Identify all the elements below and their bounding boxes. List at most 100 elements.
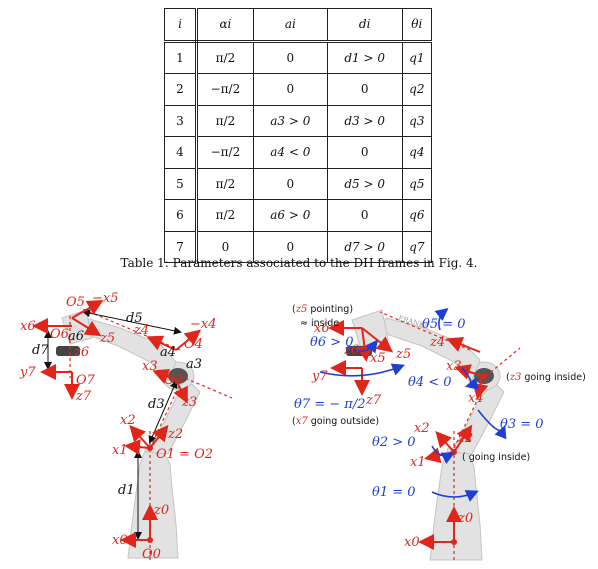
label-O5: O5 xyxy=(66,295,85,310)
label-x2: x2 xyxy=(120,413,136,428)
label-z4: z4 xyxy=(133,323,149,338)
label-O6: O6 xyxy=(50,327,69,342)
cell: d1 > 0 xyxy=(326,40,403,74)
label-x3: x3 xyxy=(446,359,462,374)
frame-0 xyxy=(120,504,158,548)
label-O4: O4 xyxy=(184,337,203,352)
origin-dot xyxy=(481,373,487,379)
label-theta3: θ3 = 0 xyxy=(500,417,544,432)
cell: −π/2 xyxy=(196,136,254,169)
label-x0: x0 xyxy=(112,533,128,548)
label-z2: z2 xyxy=(457,431,473,446)
label-a3: a3 xyxy=(186,357,202,372)
cell: q2 xyxy=(401,73,433,106)
table-caption: Table 1: Parameters associated to the DH… xyxy=(120,256,478,270)
label-d3: d3 xyxy=(148,397,165,412)
note-z5: (z5 pointing) xyxy=(292,304,353,315)
cell: π/2 xyxy=(196,199,254,232)
label-x3: x3 xyxy=(142,359,158,374)
cell: 2 xyxy=(164,73,198,106)
wrist-joint xyxy=(168,368,188,384)
table-row: 2 −π/2 0 0 q2 xyxy=(164,73,433,106)
cell: 0 xyxy=(326,73,403,106)
cell: −π/2 xyxy=(196,73,254,106)
cell: q5 xyxy=(401,167,433,200)
label-x1: x1 xyxy=(112,443,128,458)
cell: π/2 xyxy=(196,40,254,74)
rotation-arcs xyxy=(319,307,507,502)
label-z0: z0 xyxy=(457,511,473,526)
label-a6: a6 xyxy=(68,329,84,344)
label-a4: a4 xyxy=(160,345,176,360)
dh-parameter-table: i αi ai di θi 1 π/2 0 d1 > 0 q1 2 −π/2 0… xyxy=(164,8,433,263)
label-theta1: θ1 = 0 xyxy=(372,485,416,500)
note-z5-b: ≈ inside xyxy=(300,318,339,329)
label-x6: x6 xyxy=(20,319,36,334)
table-row: 4 −π/2 a4 < 0 0 q4 xyxy=(164,136,433,169)
label-x4: x4 xyxy=(468,391,484,406)
header-theta: θi xyxy=(401,8,433,43)
table-row: 6 π/2 a6 > 0 0 q6 xyxy=(164,199,433,232)
note-z1: ( going inside) xyxy=(462,452,530,463)
frame-1-2 xyxy=(124,424,169,456)
label-z5: z5 xyxy=(395,347,411,362)
label-d7: d7 xyxy=(32,343,49,358)
cell: d7 > 0 xyxy=(326,230,403,263)
cell: 3 xyxy=(164,104,198,137)
header-a: ai xyxy=(252,8,328,43)
table-row: 1 π/2 0 d1 > 0 q1 xyxy=(164,40,433,74)
right-robot-figure: FRANKA x0 z0 θ1 = 0 x1 x2 xyxy=(292,304,586,561)
cell: 7 xyxy=(164,230,198,263)
left-robot-figure: x0 z0 O0 d1 x1 x2 z2 O1 = O2 d3 z3 x3 O3… xyxy=(19,291,233,562)
label-z7: z7 xyxy=(365,393,382,408)
label-y7: y7 xyxy=(19,365,36,380)
label-z6: z6 xyxy=(73,345,89,360)
header-d: di xyxy=(326,8,403,43)
cell: q3 xyxy=(401,104,433,137)
cell: a6 > 0 xyxy=(252,199,328,232)
label-x1: x1 xyxy=(410,455,426,470)
label-z3: z3 xyxy=(181,395,197,410)
note-z3: (z3 going inside) xyxy=(506,372,586,383)
label-y7: y7 xyxy=(311,369,328,384)
label-d1: d1 xyxy=(118,483,135,498)
gripper xyxy=(56,346,80,356)
label-O7: O7 xyxy=(76,373,96,388)
label-z7: z7 xyxy=(75,389,92,404)
label-neg-x5: −x5 xyxy=(92,291,119,306)
frame-5-6-7 xyxy=(32,300,104,400)
label-d5: d5 xyxy=(126,311,143,326)
label-x5: x5 xyxy=(370,351,386,366)
cell: 6 xyxy=(164,199,198,232)
origin-0-dot xyxy=(147,537,153,543)
label-theta4: θ4 < 0 xyxy=(408,375,452,390)
cell: 0 xyxy=(252,73,328,106)
table-header-row: i αi ai di θi xyxy=(164,8,433,43)
cell: 0 xyxy=(252,40,328,74)
header-alpha: αi xyxy=(196,8,254,43)
label-O0: O0 xyxy=(142,547,161,562)
cell: a4 < 0 xyxy=(252,136,328,169)
label-O1-O2: O1 = O2 xyxy=(156,447,213,462)
note-x7: (x7 going outside) xyxy=(292,416,379,427)
table-row: 7 0 0 d7 > 0 q7 xyxy=(164,230,433,263)
cell: 1 xyxy=(164,40,198,74)
origin-1-dot xyxy=(147,445,153,451)
cell: q1 xyxy=(401,40,433,74)
label-x0: x0 xyxy=(404,535,420,550)
cell: d3 > 0 xyxy=(326,104,403,137)
label-z4: z4 xyxy=(429,335,445,350)
cell: π/2 xyxy=(196,104,254,137)
cell: d5 > 0 xyxy=(326,167,403,200)
label-z6: z6 xyxy=(343,343,359,358)
label-z2: z2 xyxy=(167,427,183,442)
label-O3: O3 xyxy=(164,373,183,388)
header-i: i xyxy=(164,8,198,43)
cell: 0 xyxy=(252,167,328,200)
label-z5: z5 xyxy=(99,331,115,346)
cell: q6 xyxy=(401,199,433,232)
cell: 0 xyxy=(326,136,403,169)
label-theta5: θ5 = 0 xyxy=(422,317,466,332)
label-z0: z0 xyxy=(153,503,169,518)
cell: q4 xyxy=(401,136,433,169)
